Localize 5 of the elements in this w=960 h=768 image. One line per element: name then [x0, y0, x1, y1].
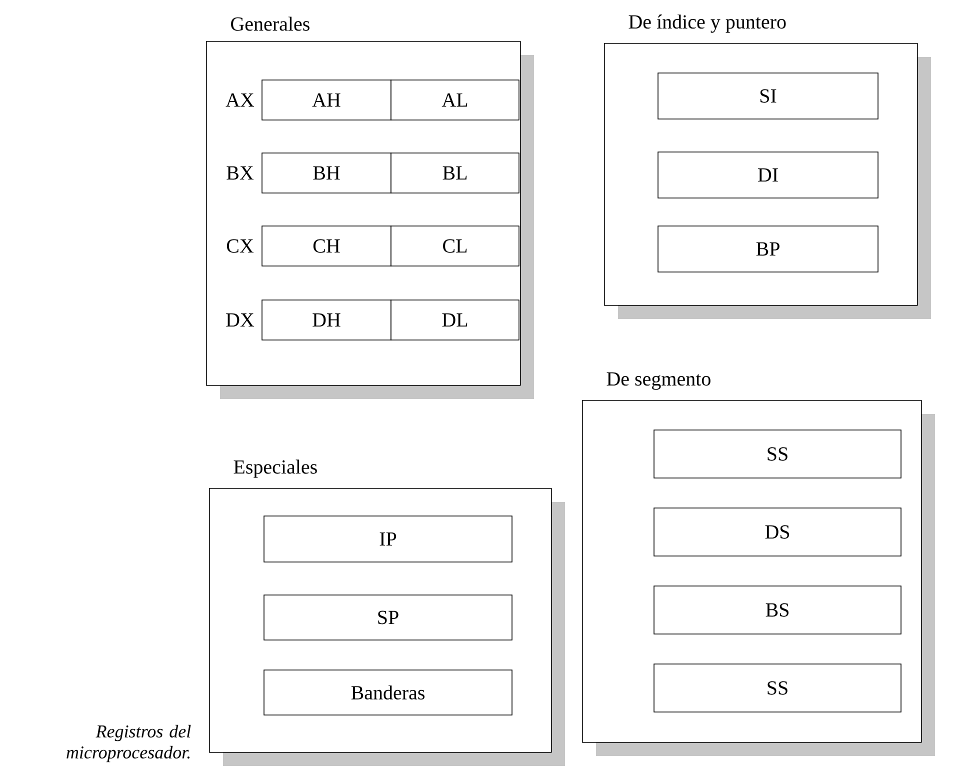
caption: Registros del microprocesador.: [66, 724, 191, 762]
panel-heading: Generales: [231, 16, 310, 31]
panel-heading: De segmento: [606, 372, 710, 390]
panel-heading: Especiales: [234, 460, 317, 478]
panel-heading: De índice y puntero: [628, 14, 786, 33]
